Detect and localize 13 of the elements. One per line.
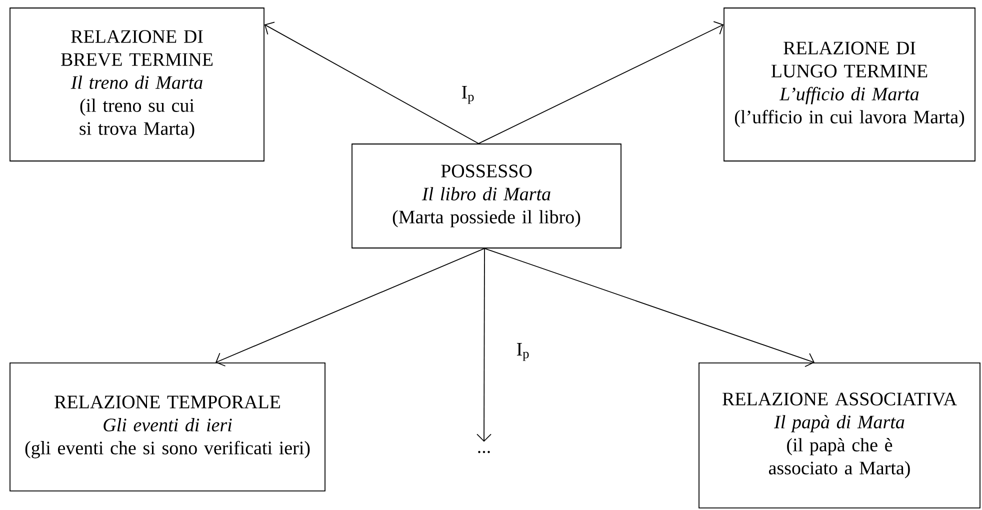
ellipsis-text: ... [478, 450, 490, 454]
symbol-label: I$_{p}$ [462, 86, 474, 104]
arrow [478, 21, 724, 144]
symbol-label: I$_{p}$ [516, 343, 529, 361]
arrow [484, 248, 814, 368]
arrow [264, 22, 479, 144]
relation-box: RELAZIONE TEMPORALE Gli eventi di ieri (gli eventi che si sono verificati ieri) [10, 362, 326, 492]
relation-box: RELAZIONE DI BREVE TERMINE Il treno di Marta (il treno su cui si trova Marta) [10, 8, 264, 162]
relation-box: POSSESSO Il libro di Marta (Marta possiede il libro) [352, 144, 622, 248]
arrow [216, 248, 485, 366]
arrow [476, 248, 492, 442]
relation-box: RELAZIONE DI LUNGO TERMINE L’ufficio di Marta (l’ufficio in cui lavora Marta) [724, 8, 976, 162]
relation-box: RELAZIONE ASSOCIATIVA Il papà di Marta (il papà che è associato a Marta) [698, 362, 980, 508]
